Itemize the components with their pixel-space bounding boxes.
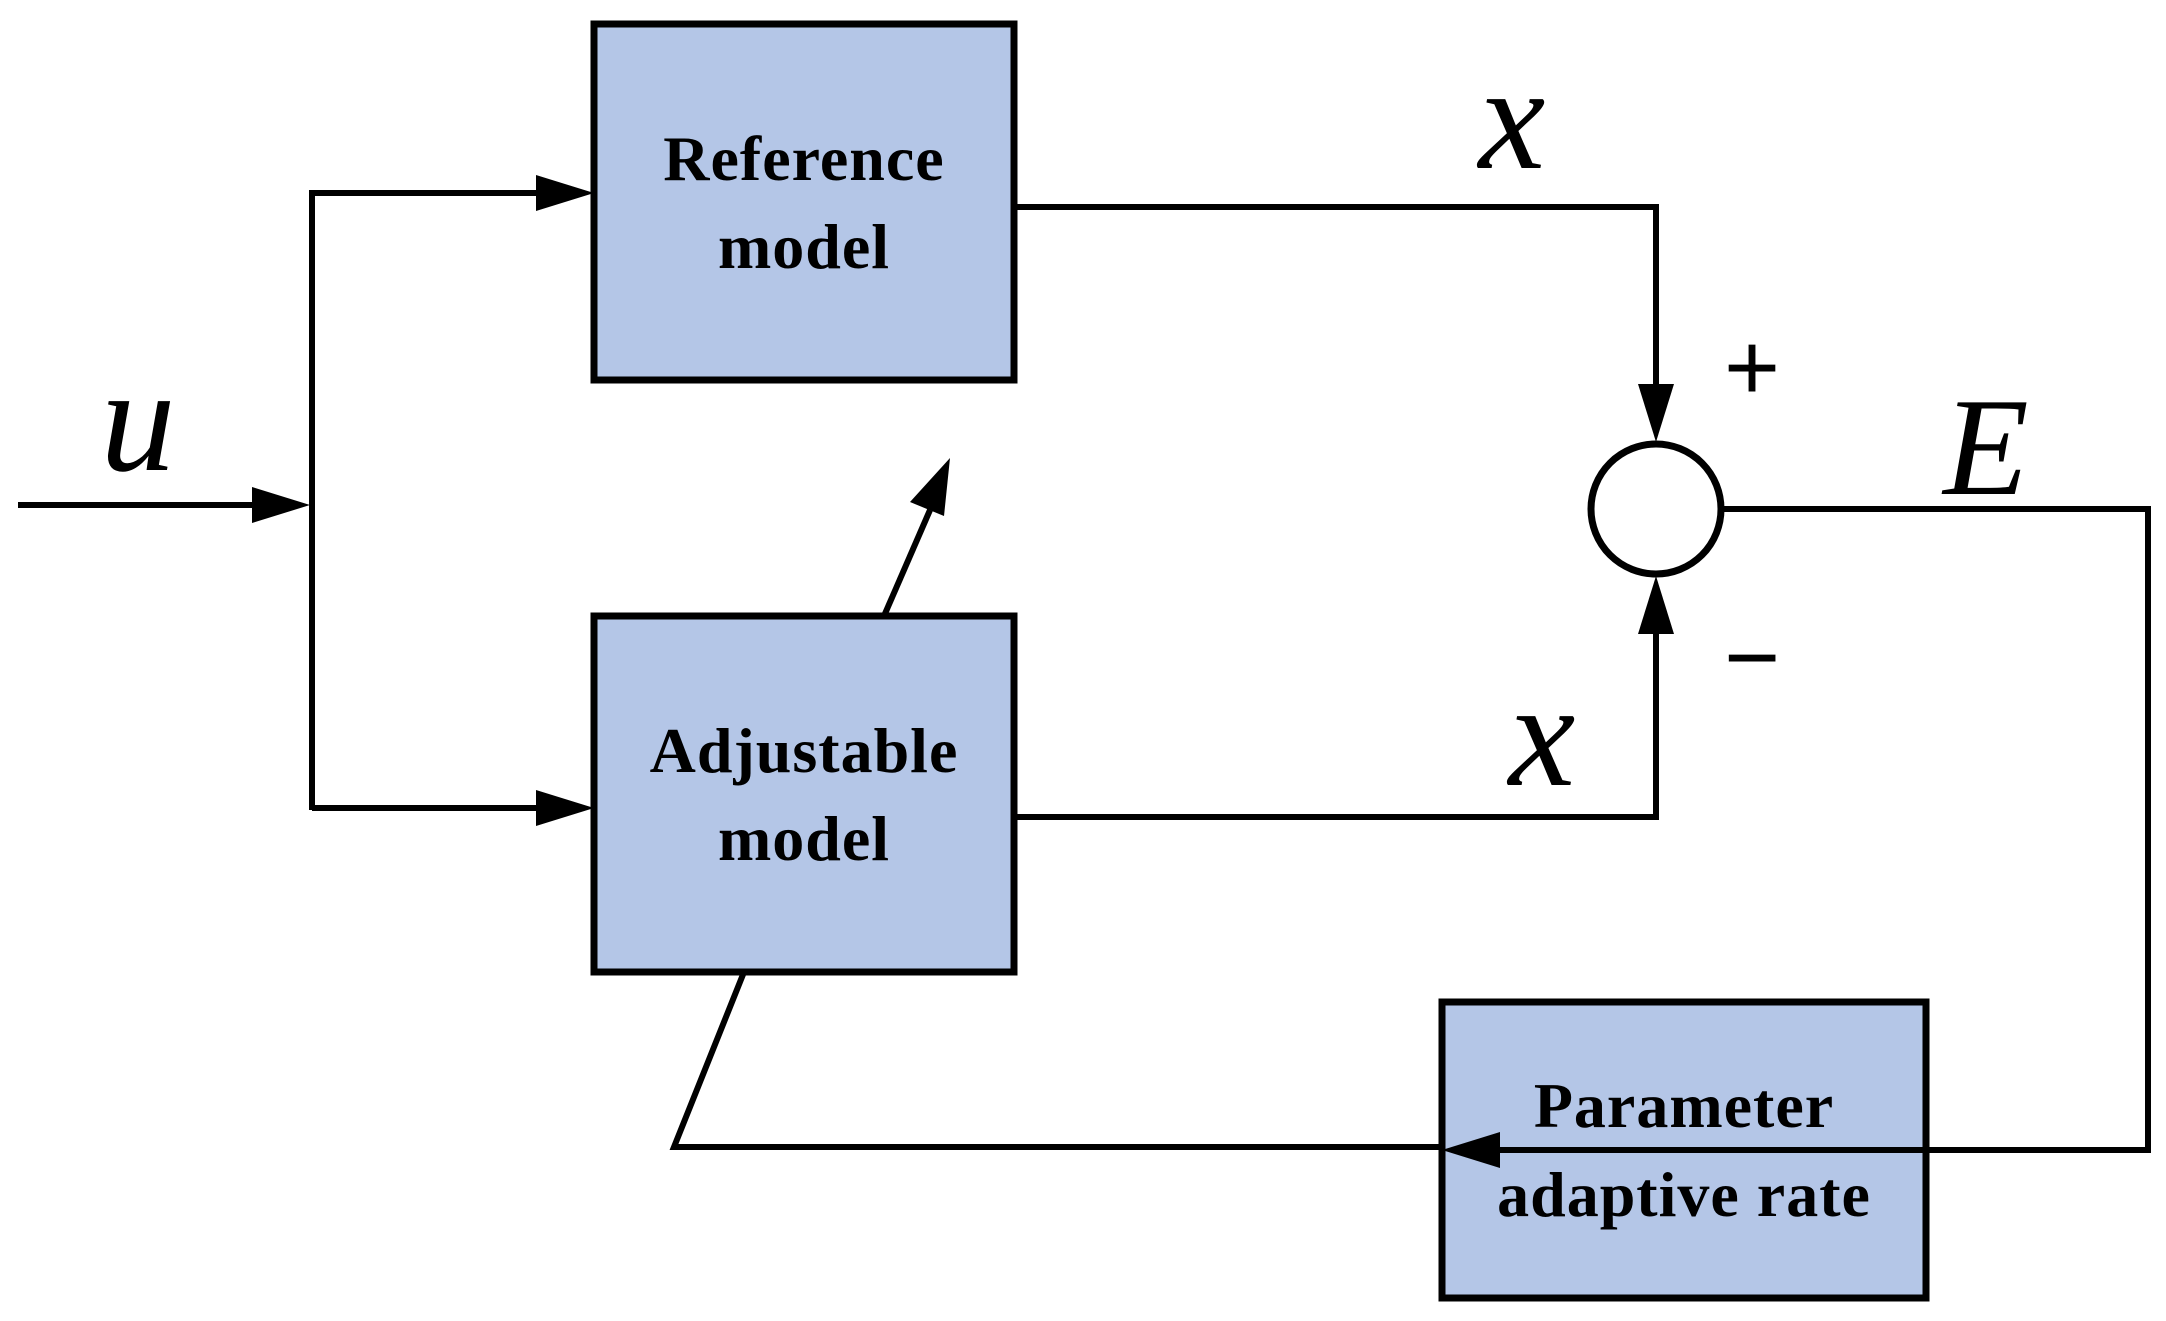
reference-model-label-line2: model <box>718 211 890 282</box>
reference-model-block: Reference model <box>590 20 1018 384</box>
plus-sign: + <box>1724 314 1780 421</box>
minus-sign: − <box>1724 604 1780 711</box>
plus-input-arrowhead <box>1638 384 1674 442</box>
adjustable-output-label: x <box>1507 652 1576 818</box>
adjustable-model-input-arrowhead <box>536 790 594 826</box>
adjustment-arrow-shaft <box>881 508 933 618</box>
reference-output-wire <box>1014 204 1659 388</box>
parameter-adaptive-rate-label-line2: adaptive rate <box>1497 1159 1871 1230</box>
input-signal-label: u <box>101 337 176 503</box>
adjustable-model-box <box>590 612 1018 976</box>
minus-input-arrowhead <box>1638 576 1674 634</box>
adjustable-model-label-line1: Adjustable <box>650 715 959 786</box>
input-arrowhead <box>252 487 310 523</box>
error-signal-label: E <box>1941 370 2029 525</box>
parameter-adaptive-rate-label-line1: Parameter <box>1534 1070 1834 1141</box>
adaptation-feedback-wire <box>669 970 1442 1150</box>
adjustment-arrowhead <box>910 458 950 516</box>
error-arrowhead <box>1442 1132 1500 1168</box>
reference-model-box <box>590 20 1018 384</box>
adjustable-model-block: Adjustable model <box>590 612 1018 976</box>
reference-output-label: x <box>1477 35 1546 201</box>
error-wire <box>1494 506 2151 1153</box>
summing-junction <box>1587 440 1725 578</box>
adjustable-output-wire <box>1014 630 1659 820</box>
reference-model-label-line1: Reference <box>663 123 944 194</box>
reference-model-input-arrowhead <box>536 175 594 211</box>
adjustable-model-label-line2: model <box>718 803 890 874</box>
